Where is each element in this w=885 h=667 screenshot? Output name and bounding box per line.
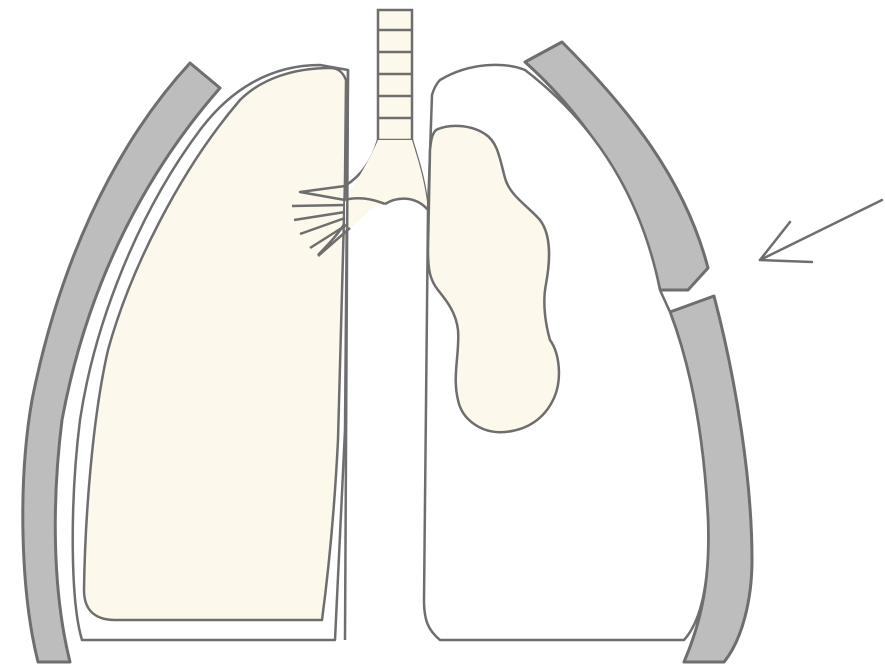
- bronchi-fill: [345, 140, 428, 232]
- arrow-icon: [760, 200, 882, 262]
